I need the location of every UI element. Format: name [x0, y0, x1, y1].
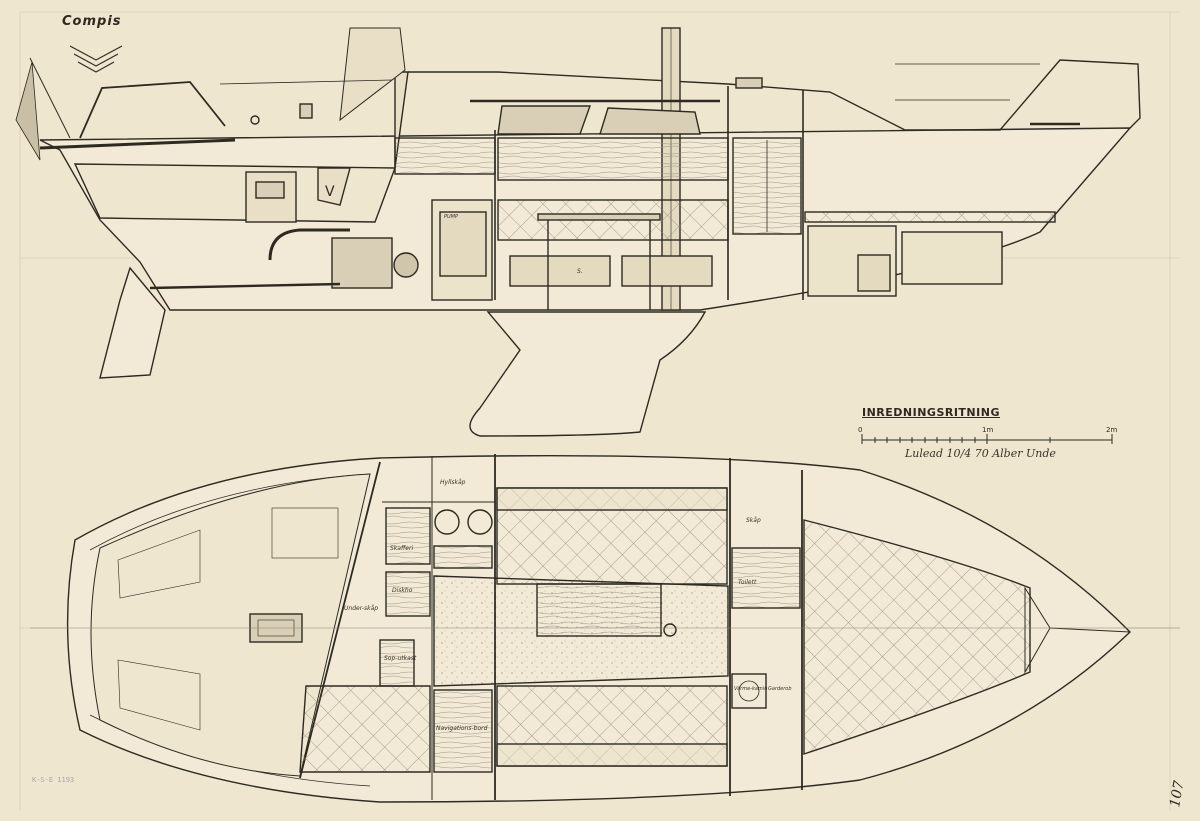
scale-end: 2m — [1106, 426, 1117, 434]
maker-mark — [69, 45, 123, 73]
archive-stamp: K-S-E 1193 — [32, 776, 75, 784]
label-skafferi: Skafferi — [390, 545, 413, 552]
svg-text:V: V — [325, 184, 335, 200]
side-elevation: V PUMP — [15, 27, 1141, 437]
label-nav: Navigations-bord — [436, 725, 488, 732]
scale-bar: 0 1m 2m — [858, 426, 1117, 444]
signature: Lulead 10/4 70 Alber Unde — [905, 447, 1056, 460]
label-garderob: Garderob — [768, 686, 792, 692]
label-varme: Värme-kamin — [734, 686, 767, 692]
plan-view: Hyllskåp Skafferi Diskho Under-skåp Sop-… — [30, 454, 1180, 803]
vessel-name: Compis — [62, 14, 122, 29]
label-under-skap: Under-skåp — [344, 605, 378, 612]
scale-mid: 1m — [982, 426, 993, 434]
label-sop: Sop-utkast — [384, 655, 417, 662]
label-hyllskap: Hyllskåp — [440, 479, 466, 486]
label-toilett: Toilett — [738, 579, 757, 586]
label-skap: Skåp — [746, 517, 761, 524]
scale-zero: 0 — [858, 426, 862, 434]
label-disko: Diskho — [392, 587, 413, 594]
pump-label: PUMP — [444, 214, 458, 220]
plan-title: INREDNINGSRITNING — [862, 406, 1000, 419]
s-label: S. — [577, 268, 583, 275]
